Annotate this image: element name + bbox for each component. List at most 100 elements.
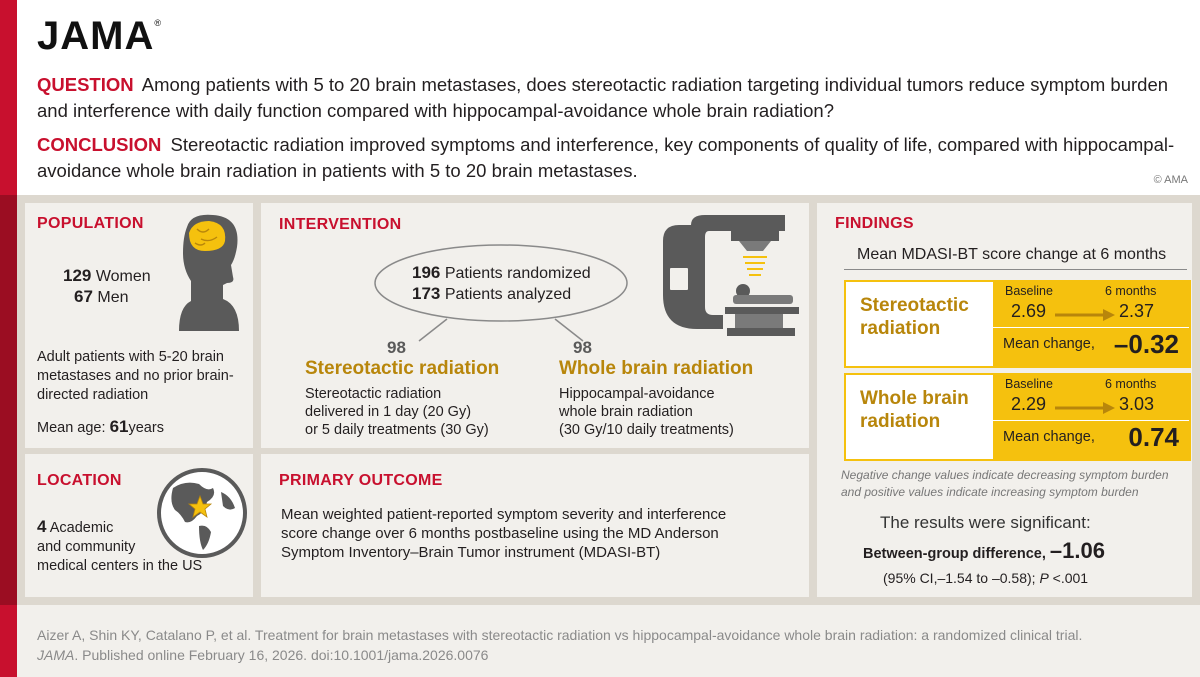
randomized-count: 196 bbox=[412, 263, 441, 282]
subtitle-rule bbox=[844, 269, 1187, 270]
arm1-count: 98 bbox=[387, 338, 406, 357]
findings-note2: and positive values indicate increasing … bbox=[841, 485, 1139, 499]
analyzed-label: Patients analyzed bbox=[444, 286, 572, 303]
population-title: POPULATION bbox=[37, 215, 144, 232]
location-title: LOCATION bbox=[37, 472, 122, 489]
primary-outcome-panel: PRIMARY OUTCOME Mean weighted patient-re… bbox=[261, 454, 809, 597]
stereo-divider bbox=[993, 327, 1189, 328]
location-line3: medical centers in the US bbox=[37, 558, 203, 574]
analyzed-count: 173 bbox=[412, 284, 441, 303]
outcome-line3: Symptom Inventory–Brain Tumor instrument… bbox=[281, 544, 661, 561]
randomization-diagram bbox=[374, 244, 628, 342]
stereo-change: –0.32 bbox=[1113, 329, 1179, 359]
main-frame: POPULATION 129 Women 67 Men Adult patien… bbox=[17, 195, 1200, 605]
citation-journal: JAMA bbox=[37, 647, 75, 663]
head-brain-icon bbox=[179, 214, 239, 331]
outcome-line2: score change over 6 months postbaseline … bbox=[281, 525, 719, 542]
women-count: 129 bbox=[63, 266, 92, 285]
location-line2: and community bbox=[37, 539, 136, 555]
women-stat: 129 Women bbox=[63, 266, 151, 286]
analyzed-stat: 173 Patients analyzed bbox=[412, 284, 571, 304]
stereo-6mo: 2.37 bbox=[1119, 301, 1155, 321]
arm2-desc1: Hippocampal-avoidance bbox=[559, 386, 715, 402]
wb-6mo: 3.03 bbox=[1119, 394, 1155, 414]
outcome-title: PRIMARY OUTCOME bbox=[279, 472, 443, 489]
mean-age: Mean age: 61years bbox=[37, 417, 164, 438]
stereo-label2: radiation bbox=[860, 318, 941, 339]
accent-bar-dark bbox=[0, 195, 17, 605]
conclusion-text: Stereotactic radiation improved symptoms… bbox=[37, 134, 1175, 181]
arm2-desc2: whole brain radiation bbox=[559, 404, 693, 420]
location-panel: LOCATION 4 Academic and community medica… bbox=[25, 454, 253, 597]
arm1-name: Stereotactic radiation bbox=[305, 358, 500, 379]
population-description: Adult patients with 5-20 brain metastase… bbox=[37, 349, 234, 403]
stereo-change-label: Mean change, bbox=[1003, 336, 1095, 352]
location-line1: 4 Academic bbox=[37, 517, 247, 538]
mean-age-label: Mean age: bbox=[37, 420, 106, 436]
copyright: © AMA bbox=[1153, 174, 1188, 186]
wb-baseline: 2.29 bbox=[1011, 394, 1047, 414]
stereo-6mo-hdr: 6 months bbox=[1105, 284, 1157, 298]
whole-brain-result-box: Whole brain radiation Baseline 6 months … bbox=[844, 373, 1191, 461]
ci-text: (95% CI,–1.54 to –0.58); bbox=[883, 570, 1036, 586]
women-label: Women bbox=[95, 268, 151, 285]
men-count: 67 bbox=[74, 287, 93, 306]
intervention-title: INTERVENTION bbox=[279, 216, 402, 233]
wb-values: Baseline 6 months 2.29 3.03 Mean change,… bbox=[993, 375, 1189, 459]
outcome-line1: Mean weighted patient-reported symptom s… bbox=[281, 506, 727, 523]
stereo-baseline-hdr: Baseline bbox=[1005, 284, 1053, 298]
randomized-label: Patients randomized bbox=[444, 265, 591, 282]
radiation-machine-icon bbox=[663, 215, 799, 336]
findings-subtitle: Mean MDASI-BT score change at 6 months bbox=[857, 246, 1167, 263]
findings-title: FINDINGS bbox=[835, 215, 914, 232]
mean-age-value: 61 bbox=[109, 417, 129, 436]
logo-text: JAMA bbox=[37, 14, 155, 58]
arm2-desc3: (30 Gy/10 daily treatments) bbox=[559, 422, 734, 438]
wb-6mo-hdr: 6 months bbox=[1105, 377, 1157, 391]
globe-star-icon bbox=[157, 468, 247, 558]
population-panel: POPULATION 129 Women 67 Men Adult patien… bbox=[25, 203, 253, 448]
stereotactic-result-box: Stereotactic radiation Baseline 6 months… bbox=[844, 280, 1191, 368]
stereo-values: Baseline 6 months 2.69 2.37 Mean change,… bbox=[993, 282, 1189, 366]
stereo-baseline: 2.69 bbox=[1011, 301, 1047, 321]
findings-panel: FINDINGS Mean MDASI-BT score change at 6… bbox=[817, 203, 1192, 597]
wb-label2: radiation bbox=[860, 411, 941, 432]
intervention-panel: INTERVENTION 196 Patients randomized 173… bbox=[261, 203, 809, 448]
p-value: <.001 bbox=[1052, 570, 1089, 586]
wb-label1: Whole brain bbox=[860, 388, 969, 409]
stereo-label1: Stereotactic bbox=[860, 295, 969, 316]
question-label: QUESTION bbox=[37, 74, 134, 95]
diff-value: –1.06 bbox=[1049, 538, 1105, 563]
citation: Aizer A, Shin KY, Catalano P, et al. Tre… bbox=[37, 625, 1177, 665]
men-label: Men bbox=[97, 289, 129, 306]
stereo-label: Stereotactic radiation bbox=[860, 294, 969, 340]
randomized-stat: 196 Patients randomized bbox=[412, 263, 591, 283]
mean-age-unit: years bbox=[128, 420, 164, 436]
diff-row: Between-group difference, –1.06 bbox=[863, 538, 1105, 564]
citation-line1: Aizer A, Shin KY, Catalano P, et al. Tre… bbox=[37, 627, 1083, 643]
question-block: QUESTION Among patients with 5 to 20 bra… bbox=[37, 72, 1187, 124]
question-text: Among patients with 5 to 20 brain metast… bbox=[37, 74, 1169, 121]
arm2-count: 98 bbox=[573, 338, 592, 357]
arm1-desc1: Stereotactic radiation bbox=[305, 386, 442, 402]
p-label: P bbox=[1039, 570, 1049, 586]
conclusion-label: CONCLUSION bbox=[37, 134, 162, 155]
conclusion-block: CONCLUSION Stereotactic radiation improv… bbox=[37, 132, 1187, 184]
header: JAMA® QUESTION Among patients with 5 to … bbox=[17, 0, 1200, 195]
arm2-name: Whole brain radiation bbox=[559, 358, 754, 379]
findings-note1: Negative change values indicate decreasi… bbox=[841, 468, 1169, 482]
wb-change: 0.74 bbox=[1128, 422, 1179, 452]
arm1-desc2: delivered in 1 day (20 Gy) bbox=[305, 404, 472, 420]
location-text1: Academic bbox=[49, 520, 114, 536]
wb-divider bbox=[993, 420, 1189, 421]
location-count: 4 bbox=[37, 517, 47, 536]
ci-row: (95% CI,–1.54 to –0.58); P <.001 bbox=[883, 569, 1088, 588]
wb-label: Whole brain radiation bbox=[860, 387, 969, 433]
men-stat: 67 Men bbox=[74, 287, 129, 307]
wb-baseline-hdr: Baseline bbox=[1005, 377, 1053, 391]
arrow-right-icon bbox=[1055, 402, 1115, 414]
registered-mark: ® bbox=[154, 18, 162, 28]
diff-label: Between-group difference, bbox=[863, 546, 1046, 562]
jama-logo: JAMA® bbox=[37, 14, 162, 59]
significant-text: The results were significant: bbox=[880, 513, 1091, 532]
